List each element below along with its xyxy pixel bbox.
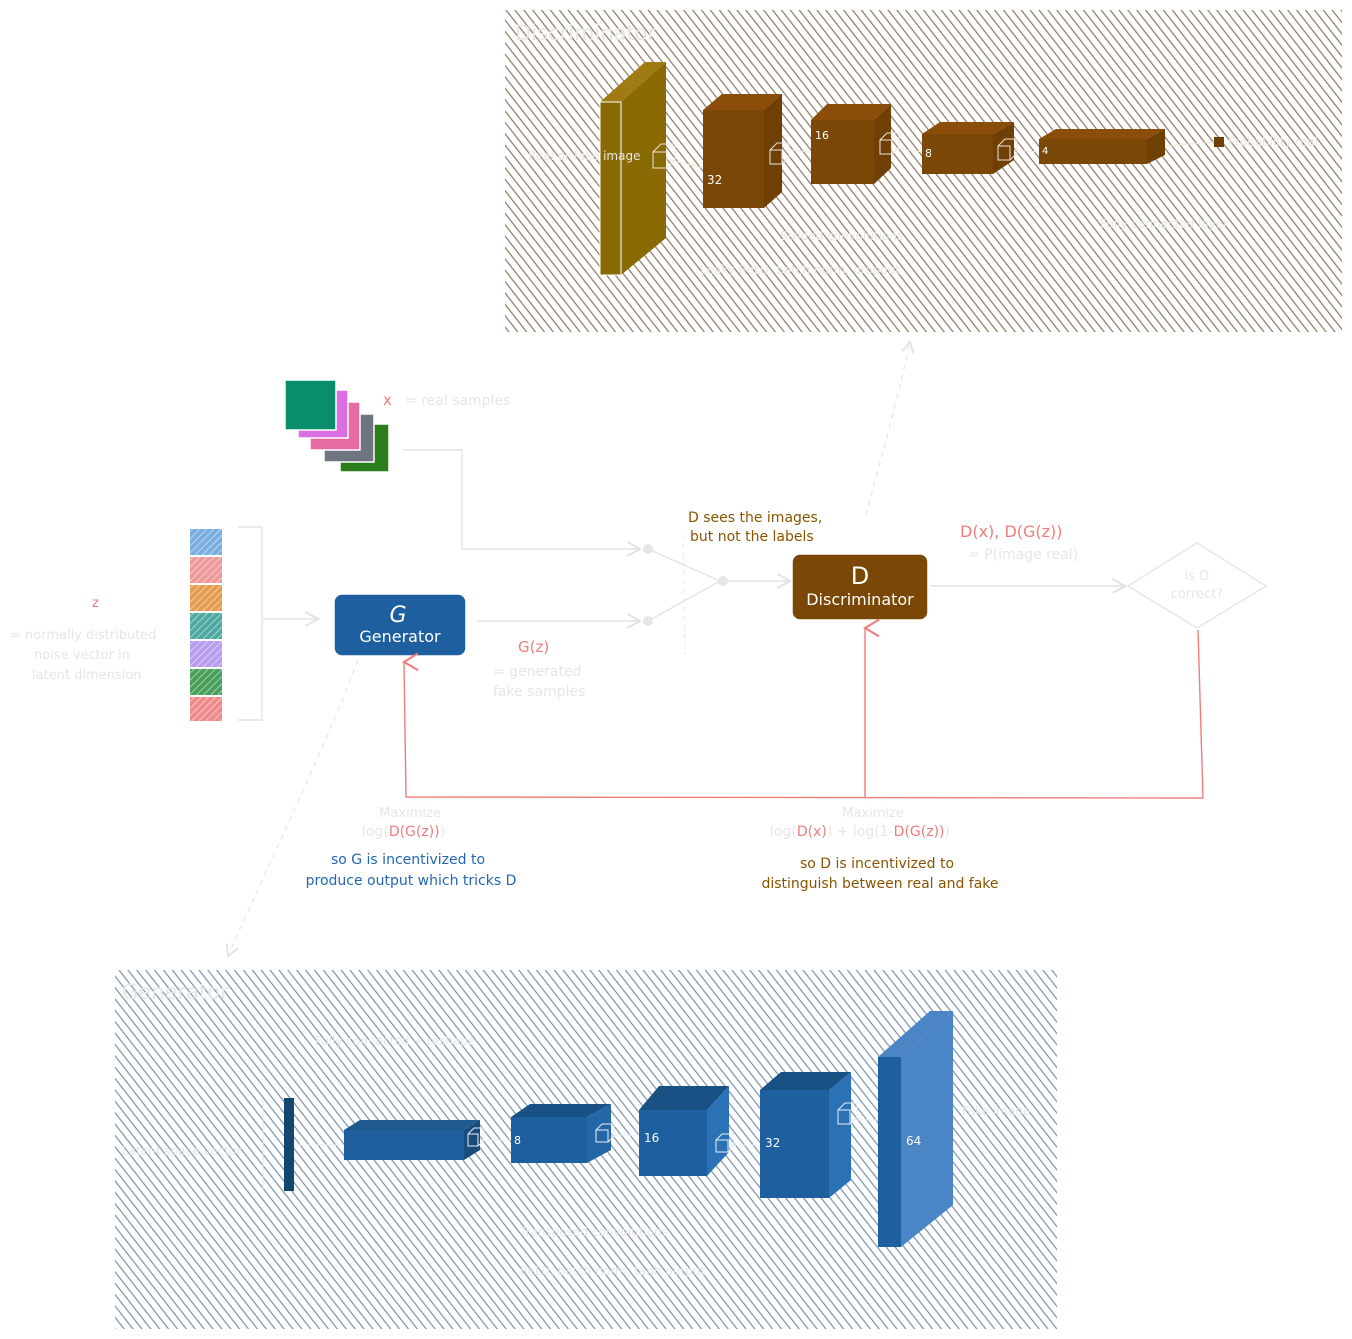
decision-text-1: is D bbox=[1185, 569, 1210, 584]
generator-conv-32-label: 32 bbox=[765, 1136, 780, 1150]
discriminator-node-label: Discriminator bbox=[806, 590, 914, 609]
generated-symbol: G(z) bbox=[518, 638, 549, 656]
g-objective-formula: log(D(G(z))) bbox=[362, 824, 445, 840]
generator-node[interactable]: G Generator bbox=[333, 593, 467, 657]
generated-description-1: = generated bbox=[493, 664, 582, 680]
g-objective-verb: Maximize bbox=[379, 806, 441, 821]
discriminator-conv-8: 8 bbox=[922, 122, 1014, 174]
decision-diamond: is D correct? bbox=[1126, 542, 1268, 629]
discriminator-kernels bbox=[652, 132, 1215, 169]
flow-connectors bbox=[263, 449, 1128, 629]
d-objective-formula: log(D(x)) + log(1-D(G(z))) bbox=[770, 824, 950, 840]
discriminator-conv-4: 4 bbox=[1039, 129, 1165, 164]
discriminator-conv-4-label: 4 bbox=[1042, 146, 1048, 157]
generator-panel-title: Generator bbox=[122, 980, 229, 1004]
d-objective-note-2: distinguish between real and fake bbox=[761, 876, 998, 892]
generator-input-label: Latent space vector bbox=[122, 1144, 241, 1158]
decision-text-2: correct? bbox=[1171, 587, 1223, 602]
generator-conv-32: 32 bbox=[760, 1072, 851, 1198]
feedback-loop bbox=[401, 618, 1204, 799]
generator-node-label: Generator bbox=[359, 627, 441, 646]
noise-bracket bbox=[238, 526, 263, 721]
merge-dot-combined bbox=[718, 576, 728, 586]
discriminator-icon: D bbox=[851, 562, 869, 590]
real-samples-symbol: x bbox=[383, 391, 392, 409]
discriminator-conv-8-label: 8 bbox=[925, 147, 932, 160]
d-output-symbol: D(x), D(G(z)) bbox=[960, 522, 1063, 541]
noise-description-1: = normally distributed bbox=[10, 628, 157, 643]
discriminator-bottom-label: Strided convolutions bbox=[780, 229, 903, 243]
discriminator-panel-title: Discriminator bbox=[515, 21, 657, 45]
generator-icon: G bbox=[389, 603, 406, 628]
discriminator-conv-16: 16 bbox=[811, 104, 891, 184]
real-samples-text: = real samples bbox=[405, 393, 510, 409]
generator-conv-8-label: 8 bbox=[514, 1134, 521, 1147]
discriminator-output-unit bbox=[1214, 137, 1224, 147]
generator-fc-slab bbox=[344, 1120, 480, 1160]
discriminator-output-label: Probability real bbox=[1228, 135, 1318, 149]
merge-dot-real bbox=[643, 544, 653, 554]
noise-description-3: latent dimension bbox=[32, 668, 141, 683]
d-output-description: = P(image real) bbox=[968, 547, 1078, 563]
noise-symbol: z bbox=[92, 596, 99, 611]
d-objective-note-1: so D is incentivized to bbox=[800, 856, 954, 872]
discriminator-panel: Discriminator 32 16 8 bbox=[505, 10, 1342, 332]
real-samples-stack bbox=[284, 379, 390, 473]
generator-kernels bbox=[294, 1102, 878, 1153]
discriminator-conv-32: 32 bbox=[703, 94, 782, 208]
discriminator-conv-16-label: 16 bbox=[815, 129, 829, 142]
discriminator-side-note: Leaky ReLU, batch norm, dropout bbox=[700, 263, 900, 277]
merge-dot-fake bbox=[643, 616, 653, 626]
noise-vector bbox=[190, 526, 263, 721]
generator-top-label: Fully connected + reshape bbox=[315, 1034, 475, 1048]
discriminator-node[interactable]: D Discriminator bbox=[791, 553, 929, 621]
g-objective-note-2: produce output which tricks D bbox=[306, 873, 517, 889]
generator-conv-16-label: 16 bbox=[644, 1131, 659, 1145]
d-sees-line-2: but not the labels bbox=[690, 529, 814, 545]
discriminator-input-slab bbox=[599, 62, 666, 276]
g-objective-note-1: so G is incentivized to bbox=[331, 852, 485, 868]
generator-conv-64-label: 64 bbox=[906, 1134, 921, 1148]
generator-latent-bar bbox=[284, 1098, 294, 1191]
discriminator-conv-32-label: 32 bbox=[707, 173, 722, 187]
d-sees-line-1: D sees the images, bbox=[688, 510, 822, 526]
generator-bottom-label: Transposed convolutions bbox=[519, 1225, 668, 1239]
noise-description-2: noise vector in bbox=[34, 648, 130, 663]
generator-zoom-link bbox=[225, 659, 359, 958]
generator-side-note: ReLU, batch norm, tanh output bbox=[520, 1264, 705, 1278]
label-separator bbox=[682, 534, 686, 656]
generator-conv-16: 16 bbox=[639, 1086, 729, 1176]
discriminator-fc-label: Fully connected layer bbox=[1100, 217, 1228, 231]
generated-description-2: fake samples bbox=[493, 684, 585, 700]
discriminator-zoom-link bbox=[865, 340, 915, 516]
generator-output-slab: 64 bbox=[878, 1011, 953, 1247]
real-sample-swatch-1 bbox=[284, 379, 337, 431]
discriminator-input-label: Real or fake image bbox=[528, 149, 640, 163]
generator-conv-8: 8 bbox=[511, 1104, 611, 1163]
generator-panel: Generator Fully connected + reshape Late… bbox=[115, 970, 1057, 1329]
generator-output-label: Fake image bbox=[962, 1104, 1030, 1118]
d-objective-verb: Maximize bbox=[842, 806, 904, 821]
